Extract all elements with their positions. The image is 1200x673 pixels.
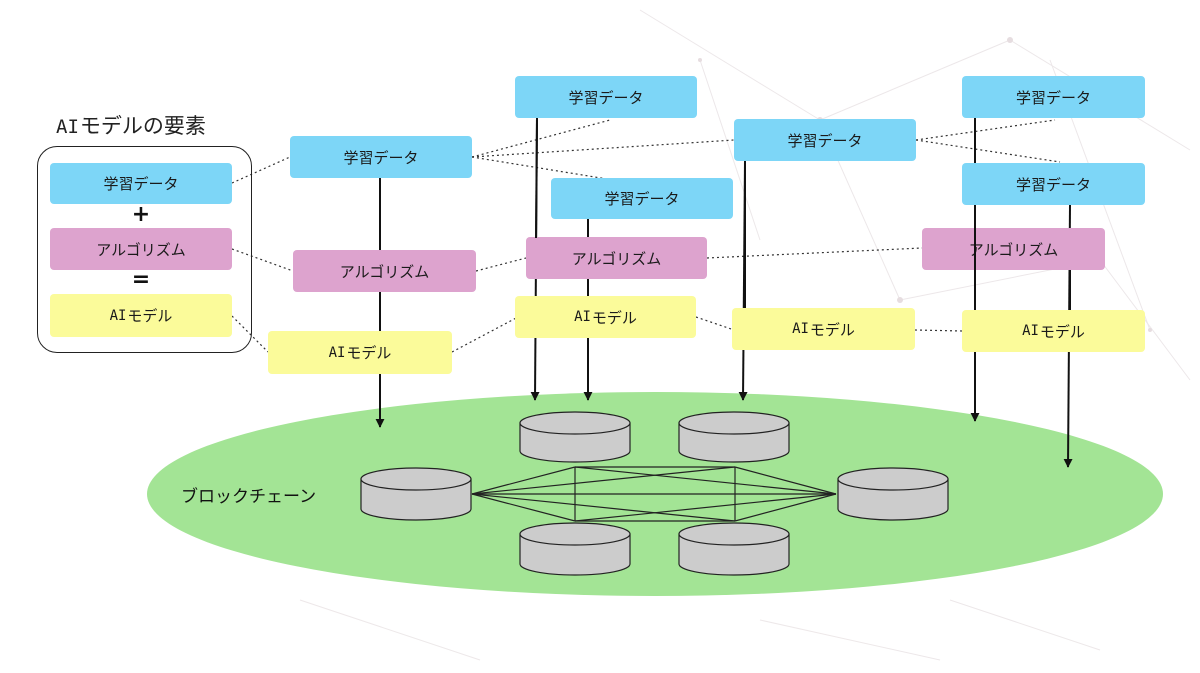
algorithm-label: アルゴリズム [968,240,1059,259]
model-label: モデル [346,344,392,362]
model-ai: AI [1022,323,1039,339]
data-label: 学習データ [787,131,863,150]
legend-plus: + [131,202,151,227]
data-label: 学習データ [1015,175,1091,194]
data-box: 学習データ [734,119,916,161]
legend-title: AIモデルの要素 [56,110,206,140]
legend-algorithm-box: アルゴリズム [50,228,232,270]
data-box: 学習データ [962,76,1145,118]
model-label: モデル [1039,322,1085,341]
data-label: 学習データ [604,190,680,208]
data-label: 学習データ [568,88,644,107]
algorithm-label: アルゴリズム [339,262,430,281]
legend-model-label: モデル [127,307,173,325]
algorithm-label: アルゴリズム [571,249,662,268]
data-box: 学習データ [515,76,697,118]
data-box: 学習データ [551,178,733,219]
model-ai: AI [328,344,346,361]
algorithm-box: アルゴリズム [922,228,1105,270]
model-ai: AI [574,309,591,325]
legend-algorithm-label: アルゴリズム [96,240,186,259]
legend-equals: = [131,267,151,292]
model-label: モデル [591,308,637,327]
data-box: 学習データ [290,136,472,178]
algorithm-box: アルゴリズム [293,250,476,292]
algorithm-box: アルゴリズム [526,237,707,279]
data-label: 学習データ [1015,88,1091,107]
model-label: モデル [809,320,855,339]
legend-title-text: モデルの要素 [79,114,206,138]
legend-model-ai: AI [109,307,127,324]
data-box: 学習データ [962,163,1145,205]
data-label: 学習データ [343,148,419,167]
legend-title-ai: AI [56,116,79,138]
blockchain-label: ブロックチェーン [181,487,317,507]
model-ai: AI [792,321,809,337]
legend-data-box: 学習データ [50,163,232,204]
legend-data-label: 学習データ [103,175,179,193]
